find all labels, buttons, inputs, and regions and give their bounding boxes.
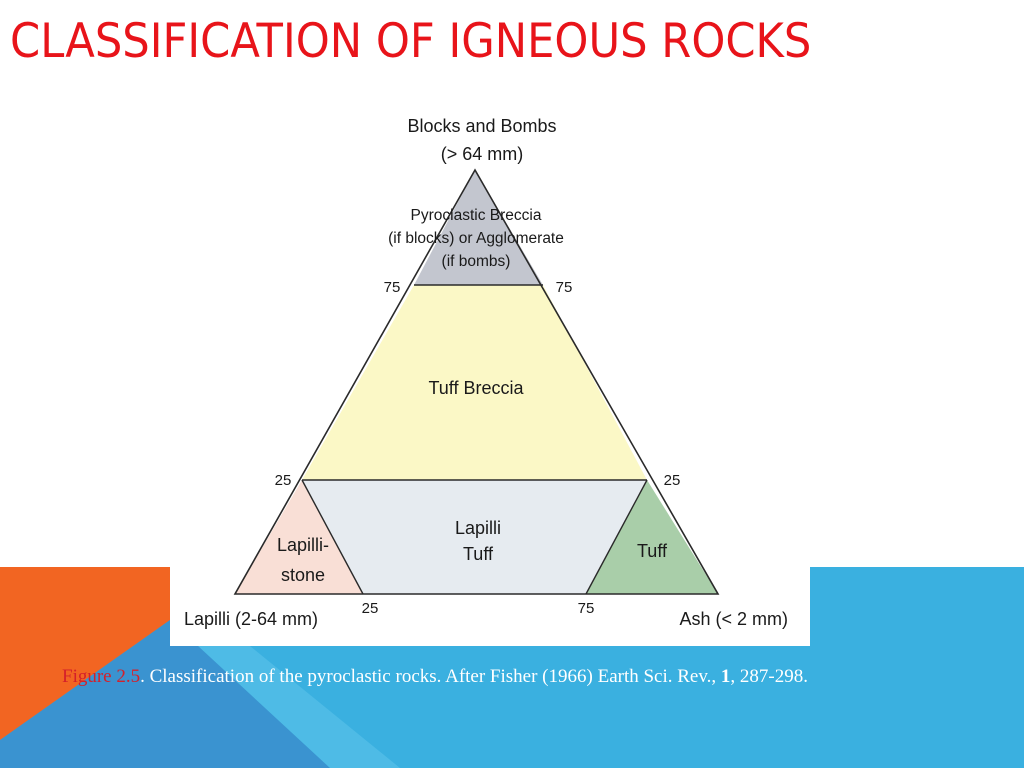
tick-bottom-25: 25 — [362, 600, 379, 617]
light-blue-wedge — [170, 620, 400, 768]
tick-left-75: 75 — [384, 279, 401, 296]
caption-figure-ref: Figure 2.5 — [62, 666, 141, 687]
zone-tuff-breccia — [302, 285, 647, 480]
ternary-diagram: Blocks and Bombs (> 64 mm) Lapilli (2-64… — [184, 116, 788, 629]
apex-top-label-line2: (> 64 mm) — [441, 144, 524, 164]
zone-lapilli-tuff — [302, 480, 647, 594]
zone-label-pyroclastic-breccia-1: Pyroclastic Breccia — [411, 207, 542, 224]
caption-text-1: . Classification of the pyroclastic rock… — [140, 666, 721, 687]
zone-label-lapillistone-1: Lapilli- — [277, 535, 329, 555]
figure-caption: Figure 2.5. Classification of the pyrocl… — [62, 666, 1012, 688]
zone-pyroclastic-breccia — [414, 170, 543, 285]
line-ash-25 — [585, 479, 648, 595]
zone-label-lapilli-tuff-1: Lapilli — [455, 518, 501, 538]
zone-tuff — [586, 480, 718, 594]
dark-blue-wedge — [0, 620, 330, 768]
apex-left-label: Lapilli (2-64 mm) — [184, 609, 318, 629]
orange-triangle — [0, 567, 170, 740]
zone-label-pyroclastic-breccia-2: (if blocks) or Agglomerate — [388, 230, 564, 247]
figure-panel: Blocks and Bombs (> 64 mm) Lapilli (2-64… — [170, 88, 810, 646]
tick-bottom-75: 75 — [578, 600, 595, 617]
tick-right-75: 75 — [556, 279, 573, 296]
slide-title: CLASSIFICATION OF IGNEOUS ROCKS — [10, 14, 812, 69]
apex-right-label: Ash (< 2 mm) — [679, 609, 788, 629]
apex-top-label-line1: Blocks and Bombs — [407, 116, 556, 136]
zone-label-lapilli-tuff-2: Tuff — [463, 544, 494, 564]
zone-label-tuff: Tuff — [637, 541, 668, 561]
caption-volume: 1 — [720, 666, 731, 687]
line-lapilli-25 — [301, 479, 364, 595]
zone-label-pyroclastic-breccia-3: (if bombs) — [442, 253, 511, 270]
caption-text-2: , 287-298. — [730, 666, 808, 687]
tick-left-25: 25 — [275, 472, 292, 489]
zone-lapillistone — [235, 480, 363, 594]
tick-right-25: 25 — [664, 472, 681, 489]
triangle-outline — [233, 168, 720, 595]
zone-label-lapillistone-2: stone — [281, 565, 325, 585]
zone-label-tuff-breccia: Tuff Breccia — [428, 378, 524, 398]
